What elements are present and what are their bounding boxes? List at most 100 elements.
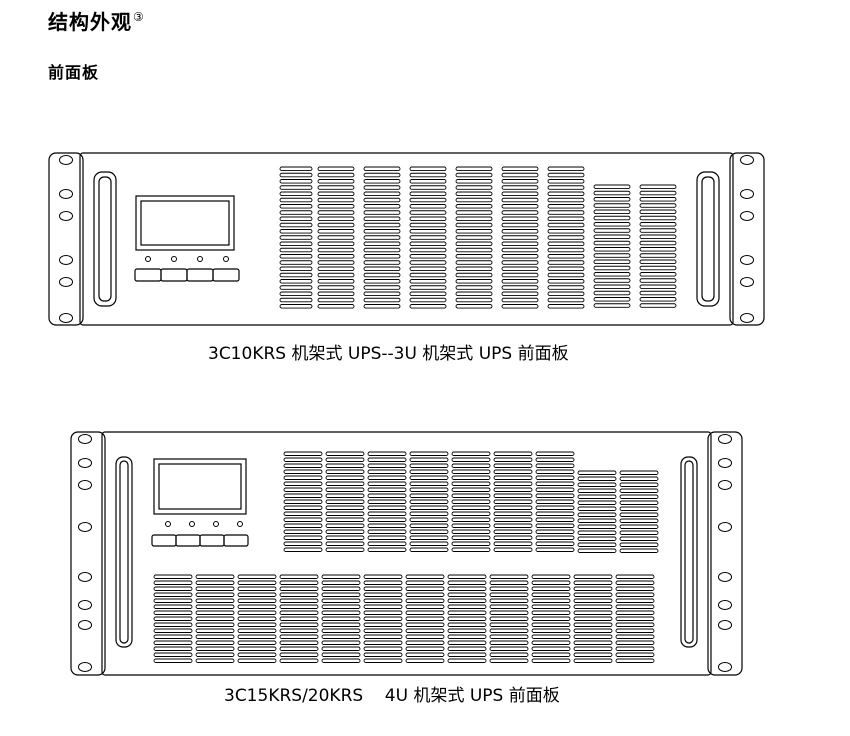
- vent-slot: [547, 247, 585, 253]
- vent-slot: [573, 616, 613, 621]
- vent-slot: [279, 304, 313, 309]
- vent-slot: [283, 469, 323, 474]
- vent-slot: [547, 185, 585, 190]
- vent-slot: [317, 172, 355, 178]
- vent-slot: [279, 204, 313, 209]
- mounting-hole: [718, 458, 732, 468]
- vent-slot: [237, 574, 277, 579]
- vent-slot: [363, 580, 403, 585]
- vent-slot: [455, 197, 493, 203]
- vent-slot: [547, 204, 585, 209]
- vent-slot: [455, 279, 493, 284]
- vent-slot: [363, 279, 401, 284]
- vent-slot: [367, 523, 407, 528]
- vent-slot: [455, 260, 493, 265]
- vent-slot: [317, 279, 355, 284]
- vent-slot: [577, 482, 617, 487]
- vent-slot: [409, 197, 447, 203]
- vent-slot: [363, 166, 401, 172]
- vent-slot: [535, 469, 575, 474]
- vent-slot: [531, 592, 571, 597]
- mounting-hole: [718, 620, 732, 630]
- left-handle-inner: [119, 460, 129, 644]
- vent-slot: [547, 279, 585, 284]
- vent-slot: [195, 658, 235, 663]
- vent-slot: [321, 610, 361, 615]
- vent-slot: [283, 505, 323, 510]
- mounting-hole: [59, 277, 73, 287]
- vent-slot: [535, 517, 575, 522]
- vent-slot: [409, 451, 449, 456]
- vent-slot: [639, 222, 677, 227]
- vent-slot: [325, 541, 365, 546]
- vent-slot: [501, 197, 539, 203]
- vent-slot: [283, 547, 323, 552]
- vent-slot: [279, 634, 319, 639]
- vent-slot: [455, 266, 493, 272]
- vent-slot: [577, 488, 617, 493]
- vent-slot: [237, 598, 277, 603]
- lcd-display-inner: [158, 463, 242, 510]
- vent-slot: [501, 279, 539, 284]
- left-rack-ear: [48, 152, 84, 326]
- right-handle-inner: [684, 460, 694, 644]
- vent-slot: [531, 574, 571, 579]
- vent-slot: [279, 640, 319, 645]
- vent-slot: [363, 254, 401, 259]
- vent-slot: [531, 586, 571, 591]
- vent-slot: [447, 610, 487, 615]
- vent-slot: [489, 592, 529, 597]
- vent-slot: [447, 580, 487, 585]
- vent-slot: [279, 235, 313, 240]
- lcd-display-outer: [153, 458, 247, 515]
- mounting-hole: [78, 572, 92, 582]
- vent-slot: [489, 646, 529, 651]
- vent-slot: [363, 247, 401, 253]
- mounting-hole: [59, 155, 73, 165]
- vent-slot: [619, 500, 659, 505]
- vent-slot: [195, 622, 235, 627]
- vent-slot: [279, 272, 313, 278]
- vent-slot: [547, 229, 585, 234]
- vent-slot: [367, 505, 407, 510]
- vent-slot: [409, 475, 449, 480]
- vent-slot: [283, 511, 323, 516]
- mounting-hole: [740, 211, 754, 221]
- vent-slot: [455, 191, 493, 197]
- vent-slot: [283, 457, 323, 462]
- vent-slot: [451, 547, 491, 552]
- control-button: [199, 534, 225, 547]
- vent-slot: [547, 297, 585, 303]
- vent-slot: [409, 547, 449, 552]
- vent-slot: [405, 586, 445, 591]
- indicator-led: [189, 521, 195, 527]
- vent-slot: [367, 487, 407, 492]
- vent-slot: [283, 475, 323, 480]
- vent-slot: [317, 285, 355, 290]
- vent-slot: [547, 285, 585, 290]
- vent-slot: [409, 285, 447, 290]
- vent-slot: [279, 185, 313, 190]
- vent-slot: [317, 204, 355, 209]
- vent-slot: [237, 616, 277, 621]
- vent-slot: [409, 204, 447, 209]
- mounting-hole: [718, 434, 732, 444]
- vent-slot: [195, 640, 235, 645]
- vent-slot: [593, 303, 631, 308]
- vent-slot: [493, 517, 533, 522]
- right-handle: [696, 171, 720, 307]
- vent-slot: [593, 247, 631, 252]
- vent-slot: [451, 535, 491, 540]
- ups-4u-front-panel-drawing: [70, 431, 743, 676]
- vent-slot: [321, 640, 361, 645]
- vent-slot: [535, 451, 575, 456]
- vent-slot: [321, 622, 361, 627]
- indicator-led: [223, 256, 229, 262]
- vent-slot: [363, 285, 401, 290]
- control-button: [175, 534, 201, 547]
- vent-slot: [593, 190, 631, 196]
- mounting-hole: [740, 189, 754, 199]
- vent-slot: [321, 646, 361, 651]
- vent-slot: [573, 658, 613, 663]
- right-rack-ear: [729, 152, 765, 326]
